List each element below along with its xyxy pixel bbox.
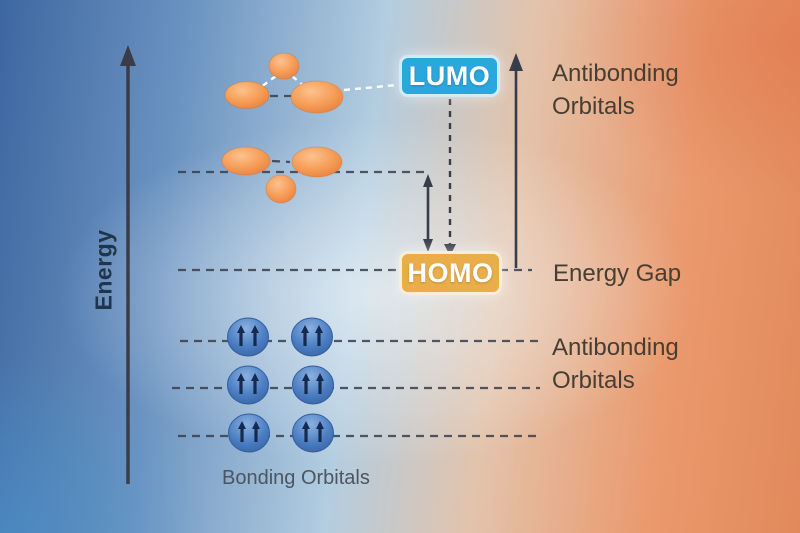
antibonding-orbitals-mid-label: Antibonding Orbitals (552, 334, 679, 394)
electron-pair-orbital (290, 364, 336, 406)
gap-double-arrow (423, 174, 433, 252)
electron-pair-orbital (289, 316, 335, 358)
energy-axis (120, 45, 136, 484)
bonding-orbitals-label: Bonding Orbitals (222, 467, 370, 489)
electron-pair-orbital (226, 412, 272, 454)
electron-pair-orbital (290, 412, 336, 454)
homo-to-lumo-up-arrow (509, 53, 523, 268)
electron-pair-orbital (225, 316, 271, 358)
lumo-lobe-connector (260, 75, 277, 88)
electron-pair-orbital (225, 364, 271, 406)
homo-badge: HOMO (399, 251, 502, 295)
energy-axis-label: Energy (90, 229, 117, 311)
lumo-badge: LUMO (399, 55, 500, 97)
antibonding-orbitals-top-label: Antibonding Orbitals (552, 60, 679, 120)
lumo-to-homo-dashed-arrow (444, 99, 456, 256)
level2-lobe-connector (271, 159, 291, 164)
lumo-level-connector (343, 83, 398, 92)
energy-gap-label: Energy Gap (553, 260, 682, 287)
antibonding-orbital-group-lumo (224, 52, 344, 114)
antibonding-orbital-group-2 (221, 146, 343, 204)
